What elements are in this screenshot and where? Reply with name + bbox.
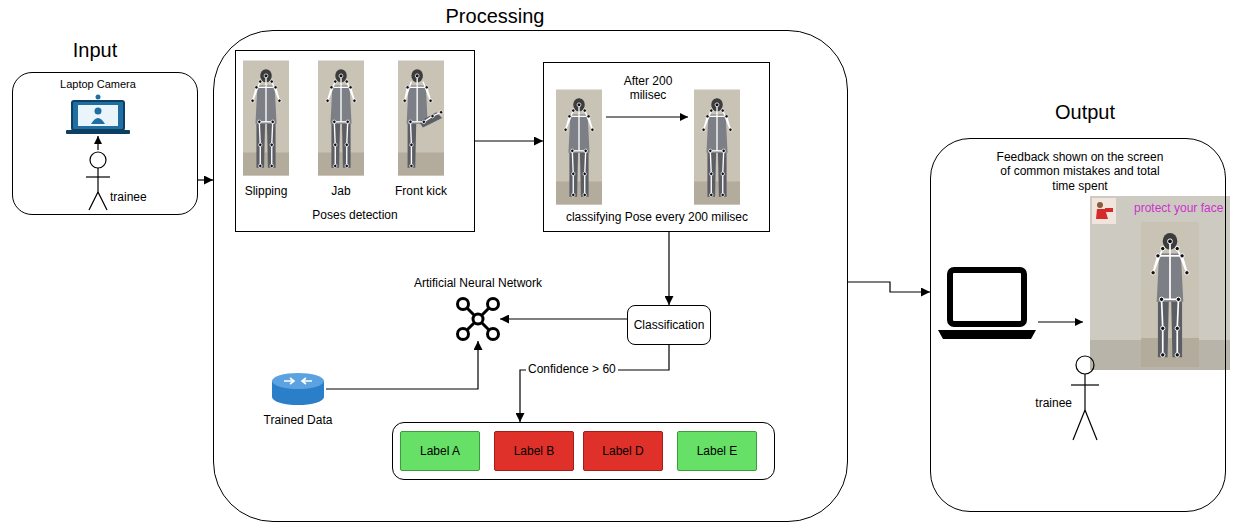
- panel-heading: Input: [65, 38, 125, 62]
- flow-arrow: [500, 318, 627, 319]
- pose-photo: [694, 90, 740, 205]
- label-box: Label D: [583, 431, 663, 471]
- front-kick-photo: [398, 61, 444, 176]
- neural-network-icon: [458, 299, 499, 340]
- time-arrow: [606, 116, 688, 117]
- neural-network-node: Artificial Neural Network: [456, 297, 500, 341]
- box-caption: Poses detection: [295, 208, 415, 222]
- label-box: Label E: [677, 431, 757, 471]
- pose-label: Jab: [321, 184, 361, 198]
- node-heading: Artificial Neural Network: [405, 276, 551, 290]
- flow-arrow: [848, 282, 930, 292]
- node-label: Label B: [514, 444, 555, 458]
- output-laptop-icon: [938, 270, 1036, 339]
- trainee-figure: [86, 152, 110, 210]
- edge-label: Confidence > 60: [526, 362, 618, 376]
- actor-label: trainee: [1022, 396, 1072, 410]
- panel-heading: Output: [1040, 100, 1130, 124]
- camera-arrow: [97, 136, 98, 150]
- jab-photo: [318, 61, 364, 176]
- node-label: Label E: [697, 444, 738, 458]
- node-label: Classification: [634, 318, 705, 332]
- node-caption: Trained Data: [258, 413, 338, 427]
- flow-arrow: [326, 341, 478, 389]
- feedback-screenshot: [1090, 196, 1230, 370]
- input-panel: InputLaptop Cameratrainee: [12, 72, 198, 215]
- data-store-node: Trained Data: [270, 372, 326, 408]
- process-box: Classification: [627, 305, 711, 345]
- node-label: Label A: [420, 444, 460, 458]
- pose-classifying-box: After 200 milisec classifying Pose every …: [543, 62, 770, 232]
- device-label: Laptop Camera: [50, 78, 146, 91]
- box-caption: classifying Pose every 200 milisec: [551, 210, 763, 224]
- flow-arrow: [520, 345, 669, 422]
- label-box: Label A: [400, 431, 480, 471]
- pose-label: Front kick: [386, 184, 456, 198]
- slipping-photo: [243, 61, 289, 176]
- label-container: Label A Label B Label D Label E: [392, 422, 775, 480]
- flow-arrow: [475, 140, 543, 141]
- display-arrow: [1038, 321, 1083, 322]
- flow-arrow: [668, 232, 669, 305]
- actor-label: trainee: [110, 190, 160, 204]
- pose-photo: [556, 90, 602, 205]
- node-label: Label D: [602, 444, 643, 458]
- laptop-camera-icon: [66, 95, 130, 135]
- interval-label: After 200 milisec: [616, 74, 680, 103]
- feedback-description: Feedback shown on the screen of common m…: [995, 150, 1165, 193]
- trainee-figure: [1071, 356, 1099, 440]
- processing-panel: ProcessingSlippingJabFront kickPoses det…: [213, 30, 848, 522]
- flow-arrow: [198, 179, 213, 180]
- output-panel: OutputFeedback shown on the screen of co…: [930, 138, 1226, 512]
- pose-label: Slipping: [236, 184, 296, 198]
- feedback-message: protect your face: [1134, 201, 1223, 215]
- trained-data-icon: [272, 373, 324, 405]
- panel-heading: Processing: [440, 4, 550, 28]
- label-box: Label B: [494, 431, 574, 471]
- pose-detection-box: Slipping Jab Front kickPoses detection: [235, 50, 475, 232]
